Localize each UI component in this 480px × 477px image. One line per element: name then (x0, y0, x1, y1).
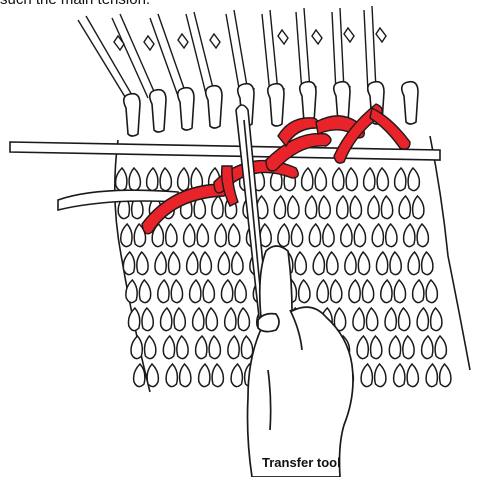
knit-stitch (123, 252, 134, 275)
knit-stitch (131, 336, 142, 359)
knit-stitch (128, 308, 139, 331)
knit-stitch (134, 364, 145, 387)
needle (78, 6, 376, 105)
knit-stitch (126, 280, 137, 303)
transfer-tool-label: Transfer tool (262, 455, 341, 470)
knit-stitch (116, 168, 127, 191)
knit-stitch (121, 224, 132, 247)
